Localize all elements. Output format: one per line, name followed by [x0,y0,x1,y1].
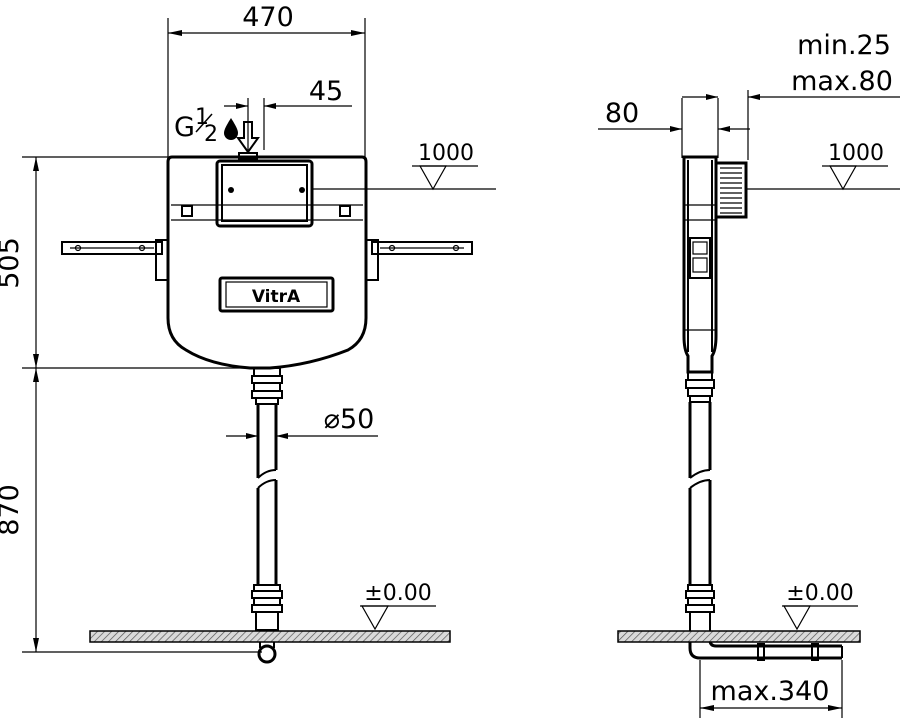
floor-level-label-front: ±0.00 [364,581,431,606]
width-dimension: 470 [167,2,366,160]
cistern-side [682,155,748,374]
depth-label: 80 [605,98,639,129]
inlet-thread-label: G 1 2 [174,105,260,154]
pipe-diameter-dimension: ⌀50 [226,404,378,439]
brand-label: VitrA [252,287,301,307]
floor-side: ±0.00 [617,581,861,643]
tank-height-label: 505 [0,237,25,289]
water-drop-icon [224,118,238,140]
mount-height-label-front: 1000 [418,141,474,166]
depth-dimension: 80 [598,98,750,158]
mount-height-label-side: 1000 [828,141,884,166]
right-mounting-bracket [365,239,473,281]
tank-height-dimension: 505 [0,156,250,369]
flush-pipe-side [685,371,843,661]
flush-pipe-front [251,367,283,664]
left-mounting-bracket [61,239,169,281]
thread-lines [720,167,742,214]
cistern-front: VitrA [166,152,368,370]
inlet-offset-label: 45 [309,76,343,107]
pipe-length-dimension: 870 [0,368,262,653]
thread-denominator: 2 [204,122,218,147]
adjustment-dimension: min.25 max.80 [682,30,900,160]
floor-level-label-side: ±0.00 [786,581,853,606]
adjust-max-label: max.80 [791,66,893,97]
floor-front: ±0.00 [89,581,451,643]
front-view: 470 45 G 1 2 505 [0,2,496,664]
adjust-min-label: min.25 [797,30,891,61]
side-view: 80 min.25 max.80 [598,30,900,718]
pipe-length-label: 870 [0,484,25,536]
width-dim-label: 470 [242,2,294,33]
pipe-diameter-label: ⌀50 [324,404,375,435]
outlet-reach-dimension: max.340 [699,660,843,718]
thread-numerator: 1 [195,105,209,130]
thread-g: G [174,112,195,143]
outlet-reach-label: max.340 [711,676,830,707]
mount-height-mark-front: 1000 [312,141,496,191]
mount-height-mark-side: 1000 [746,141,900,191]
inlet-arrow-icon [236,121,260,154]
inlet-offset-dimension: 45 [224,76,352,150]
